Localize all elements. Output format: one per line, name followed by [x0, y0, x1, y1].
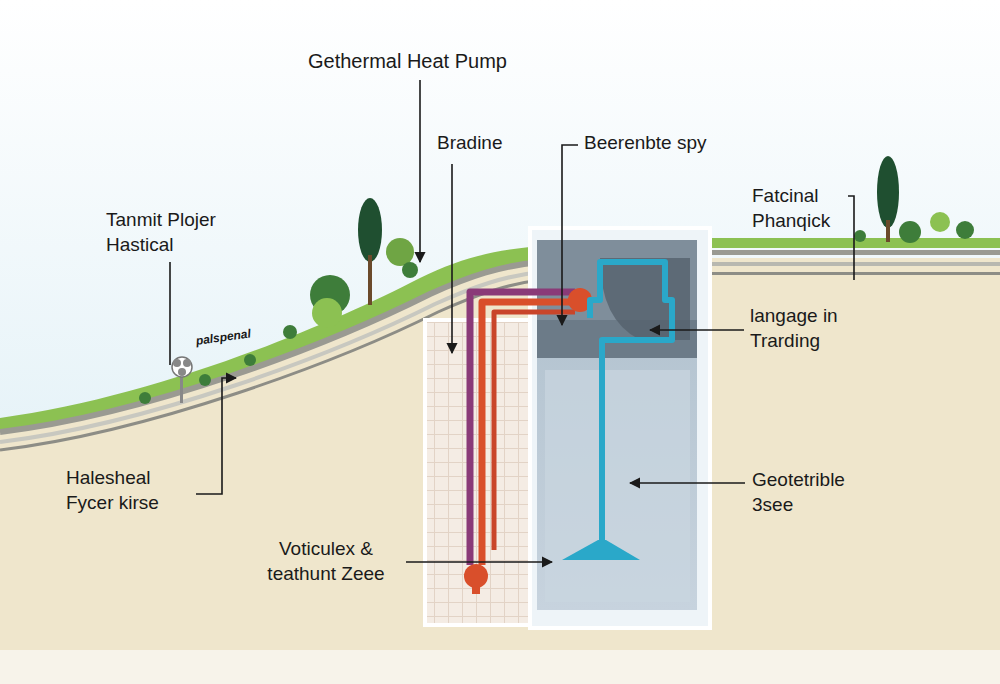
- stratum: [710, 250, 1000, 255]
- pipes: [470, 292, 575, 565]
- callout-label: Beerenbte spy: [584, 131, 707, 156]
- stratum: [710, 272, 1000, 275]
- blue-pipe: [590, 262, 672, 545]
- brick-shaft: [425, 320, 530, 625]
- callout-label: Fatcinal Phanqick: [752, 184, 852, 233]
- pump-foot: [472, 586, 480, 594]
- diffuser: [562, 540, 640, 560]
- callout-label: Tanmit Plojer Hastical: [106, 208, 238, 257]
- stratum: [710, 262, 1000, 266]
- tank-chamber: [600, 258, 690, 340]
- diagram-title: Gethermal Heat Pump: [308, 48, 507, 74]
- callout-label: Geotetrible 3see: [752, 468, 876, 517]
- tank-housing: [530, 228, 710, 628]
- callout-label: langage in Trarding: [750, 304, 868, 353]
- pump-ball: [464, 564, 488, 588]
- grass: [710, 238, 1000, 248]
- callout-label: Halesheal Fycer kirse: [66, 466, 184, 515]
- ground-fade: [0, 650, 1000, 684]
- callout-label: Bradine: [437, 131, 503, 156]
- fan-icon: [172, 357, 192, 403]
- ground: [0, 258, 1000, 684]
- callout-label: Voticulex & teathunt Zeee: [248, 537, 404, 586]
- water: [545, 370, 690, 602]
